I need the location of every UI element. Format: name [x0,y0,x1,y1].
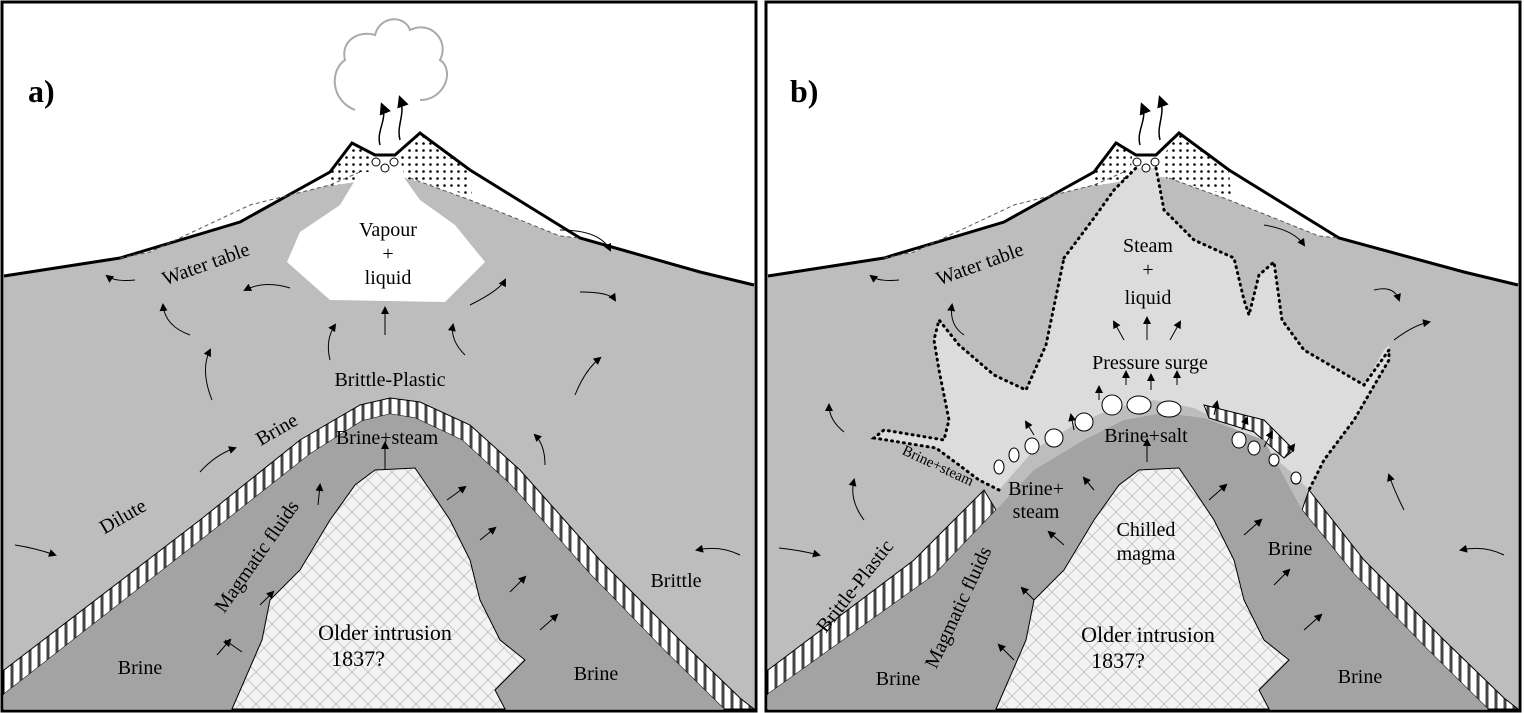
brine-plus-label: Brine+ [1008,478,1064,500]
vent-icon [1132,157,1160,173]
panel-b-border [764,0,1522,713]
pressure-surge-label: Pressure surge [1092,352,1208,374]
brine-left-label: Brine [876,668,921,690]
panel-label: a) [28,73,55,109]
gas-arrow-2 [397,95,409,141]
ground-surface [3,131,755,287]
eruption-plume [333,18,449,111]
brine-right-label: Brine [574,663,619,685]
ground-surface [767,131,1519,287]
panel-a-border [0,0,758,713]
panel-a: a) Vapour + liquid Water table Brittle-P… [0,0,758,713]
salt-blobs [993,394,1302,485]
steam2-label: steam [1013,501,1060,523]
older-intrusion [231,467,526,710]
magma-label: magma [1117,543,1176,565]
gas-arrow-2 [1157,95,1169,141]
tephra-right [400,132,472,196]
panel-label: b) [790,73,818,109]
liquid-label: liquid [365,267,412,289]
steam-label: Steam [1123,235,1173,257]
brine-left-label: Brine [118,657,163,679]
panel-b-diagram: b) Steam + liquid Water table Pressure s… [764,0,1522,713]
brine-salt-label: Brine+salt [1104,425,1188,447]
vapour-label: Vapour [359,219,417,241]
chilled-label: Chilled [1117,519,1176,541]
brine-right-label: Brine [1338,666,1383,688]
brine-mid-right-label: Brine [1268,538,1313,560]
brittle-label: Brittle [650,570,701,592]
older-intrusion-label: Older intrusion [318,620,452,645]
gas-arrow-1 [1138,102,1151,146]
flow-arrows [778,224,1505,661]
brittle-plastic-label: Brittle-Plastic [334,369,445,391]
tephra-right [1162,132,1231,196]
water-table-line [119,171,581,259]
steam-zone [874,168,1389,490]
liquid-label: liquid [1125,287,1172,309]
brine-steam-label: Brine+steam [336,427,439,449]
vent-icon [371,157,399,173]
year-label: 1837? [1091,648,1145,673]
older-intrusion [995,467,1290,710]
steam-zone-boundary [870,166,1391,492]
panel-a-diagram: a) Vapour + liquid Water table Brittle-P… [0,0,758,713]
panel-b: b) Steam + liquid Water table Pressure s… [764,0,1522,713]
year-label: 1837? [331,646,385,671]
vapour-pocket [287,172,485,302]
plus-label: + [382,243,393,265]
tephra-left [1094,140,1132,186]
flow-arrows [14,229,741,656]
water-table-line [883,171,1340,259]
gas-arrow-1 [378,102,391,146]
older-intrusion-label: Older intrusion [1081,622,1215,647]
plus-label: + [1142,259,1153,281]
